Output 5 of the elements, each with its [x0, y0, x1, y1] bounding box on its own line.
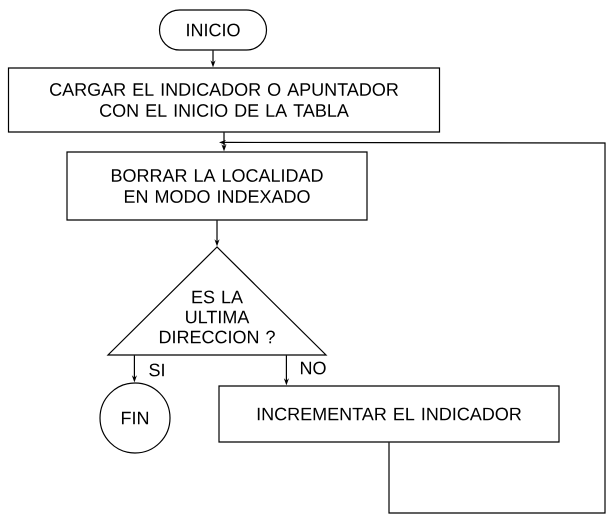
- process-box: CARGAR EL INDICADOR O APUNTADOR CON EL INICIO DE LA TABLA: [8, 67, 440, 133]
- process-box: BORRAR LA LOCALIDAD EN MODO INDEXADO: [66, 151, 368, 221]
- process-box: INCREMENTAR EL INDICADOR: [218, 385, 560, 443]
- edge-label: SI: [148, 362, 166, 378]
- edge-label: NO: [298, 360, 328, 376]
